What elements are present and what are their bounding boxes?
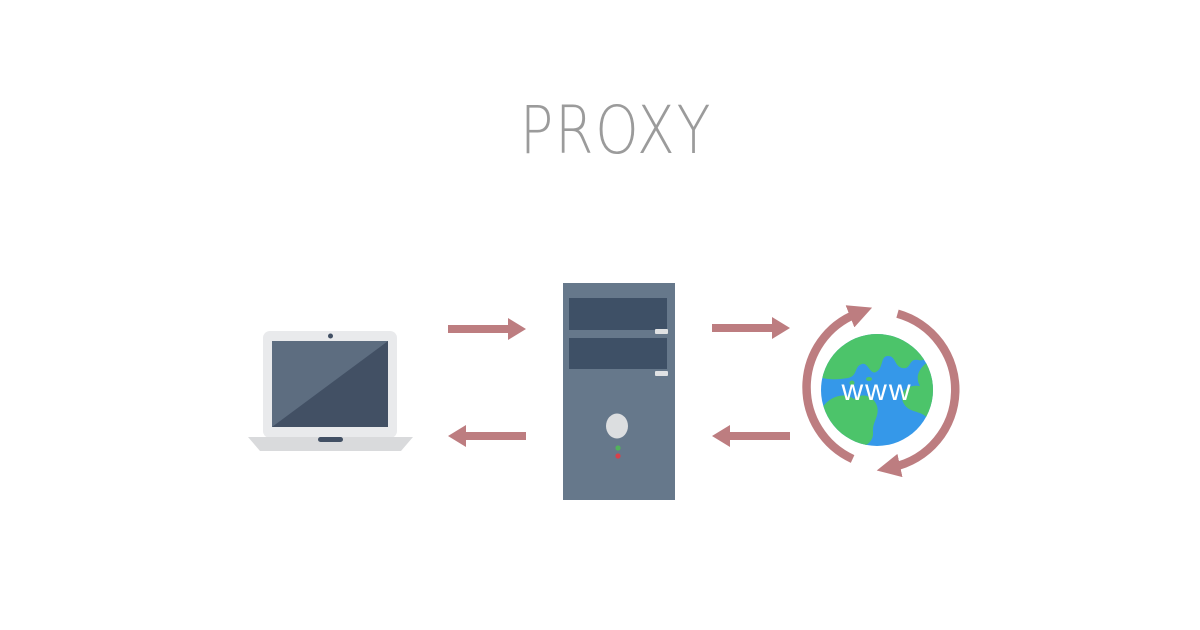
server-tower-icon <box>563 283 675 500</box>
sync-arc-bottom <box>876 309 960 478</box>
sync-arc-top <box>802 305 873 463</box>
left-arrow-icon <box>712 425 790 447</box>
power-button <box>606 413 628 439</box>
globe-icon: www <box>780 292 976 488</box>
sync-arrows-icon <box>802 305 960 478</box>
webcam-icon <box>328 333 333 339</box>
left-arrow-icon <box>448 425 526 447</box>
power-led-red <box>615 453 621 459</box>
laptop-icon <box>248 330 413 452</box>
www-label: www <box>841 374 913 407</box>
laptop-base-notch <box>318 437 343 442</box>
eject-button-top <box>655 329 668 334</box>
eject-button-bottom <box>655 371 668 376</box>
arrow-client-to-proxy <box>448 318 526 340</box>
arrow-proxy-to-internet <box>712 317 790 339</box>
right-arrow-icon <box>712 317 790 339</box>
drive-bay-bottom <box>569 338 667 369</box>
arrow-internet-to-proxy <box>712 425 790 447</box>
right-arrow-icon <box>448 318 526 340</box>
power-led-green <box>615 445 621 451</box>
page-title: PROXY <box>519 92 713 169</box>
arrow-proxy-to-client <box>448 425 526 447</box>
drive-bay-top <box>569 298 667 330</box>
laptop-base <box>248 437 413 451</box>
laptop-screen-glare <box>272 341 388 427</box>
